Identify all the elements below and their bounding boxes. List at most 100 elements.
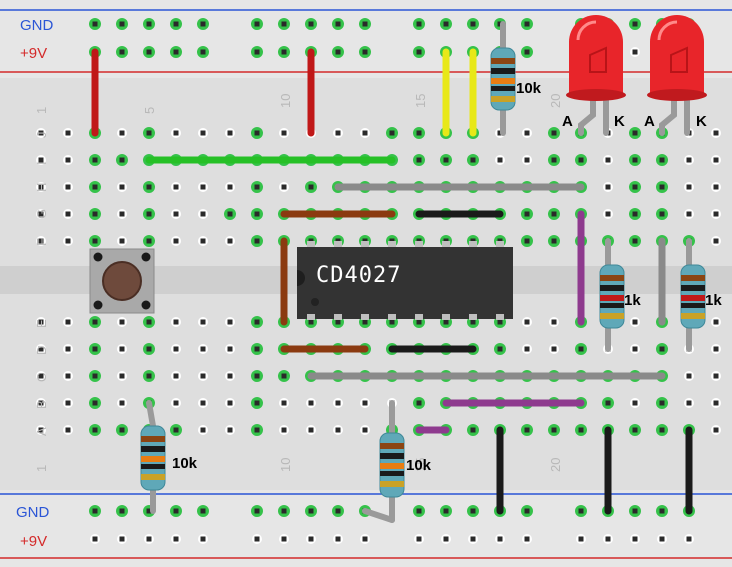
hole-center <box>146 536 152 542</box>
hole-center <box>308 319 314 325</box>
hole-center <box>524 427 530 433</box>
hole-center <box>227 319 233 325</box>
hole-center <box>146 211 152 217</box>
hole-center <box>254 184 260 190</box>
hole-center <box>281 400 287 406</box>
resistor-band <box>681 313 705 319</box>
led-1-internal <box>589 46 607 73</box>
hole-center <box>362 427 368 433</box>
row-letter: H <box>34 183 49 192</box>
hole-center <box>254 427 260 433</box>
hole-center <box>335 49 341 55</box>
led-2-cathode-label: K <box>696 113 707 130</box>
hole-center <box>119 346 125 352</box>
hole-center <box>443 21 449 27</box>
hole-center <box>578 427 584 433</box>
hole-center <box>416 157 422 163</box>
chip-pin <box>442 241 450 247</box>
hole-center <box>92 238 98 244</box>
hole-center <box>551 319 557 325</box>
led-2-anode-label: A <box>644 113 655 130</box>
hole-center <box>362 536 368 542</box>
hole-center <box>200 49 206 55</box>
hole-center <box>335 508 341 514</box>
hole-center <box>38 427 44 433</box>
resistor-band <box>141 436 165 442</box>
column-number: 20 <box>548 458 563 472</box>
hole-center <box>470 427 476 433</box>
resistor-leg <box>362 508 395 523</box>
led-1-cathode-label: K <box>614 113 625 130</box>
hole-center <box>146 21 152 27</box>
led-1 <box>566 15 626 101</box>
resistor-top-label: 10k <box>516 80 542 97</box>
hole-center <box>65 157 71 163</box>
hole-center <box>659 346 665 352</box>
hole-center <box>119 319 125 325</box>
resistor-band <box>600 275 624 281</box>
resistor-band <box>491 96 515 102</box>
resistor-band <box>600 303 624 308</box>
hole-center <box>173 373 179 379</box>
hole-center <box>308 21 314 27</box>
hole-center <box>362 319 368 325</box>
resistor-band <box>491 58 515 64</box>
chip-pin <box>334 241 342 247</box>
hole-center <box>416 21 422 27</box>
hole-center <box>227 400 233 406</box>
hole-center <box>173 346 179 352</box>
led-2-anode-leg <box>659 92 677 136</box>
row-letter: D <box>34 346 49 355</box>
hole-center <box>632 319 638 325</box>
hole-center <box>227 346 233 352</box>
hole-center <box>713 427 719 433</box>
column-number: 15 <box>413 94 428 108</box>
hole-center <box>281 427 287 433</box>
hole-center <box>470 21 476 27</box>
hole-center <box>146 49 152 55</box>
hole-center <box>200 21 206 27</box>
hole-center <box>65 319 71 325</box>
hole-center <box>497 157 503 163</box>
hole-center <box>659 427 665 433</box>
hole-center <box>200 130 206 136</box>
bottom-gnd-label: GND <box>16 504 50 521</box>
led-2-flange <box>647 89 707 101</box>
chip-pin <box>361 241 369 247</box>
hole-center <box>281 184 287 190</box>
led-2-dome <box>650 15 704 95</box>
chip-notch <box>297 270 305 286</box>
led-1-flange <box>566 89 626 101</box>
hole-center <box>254 238 260 244</box>
column-numbers-top: 1 5 10 15 20 <box>34 94 563 114</box>
hole-center <box>92 157 98 163</box>
hole-center <box>38 184 44 190</box>
chip-pin <box>496 241 504 247</box>
chip-pin <box>469 314 477 320</box>
row-letter: E <box>34 319 49 328</box>
hole-center <box>659 508 665 514</box>
hole-center <box>92 536 98 542</box>
hole-center <box>686 184 692 190</box>
hole-center <box>524 319 530 325</box>
hole-center <box>335 427 341 433</box>
column-number: 10 <box>278 458 293 472</box>
hole-center <box>200 508 206 514</box>
resistor-band <box>491 78 515 84</box>
led-1-highlight <box>576 20 597 41</box>
led-1-dome <box>569 15 623 95</box>
chip-pin <box>469 241 477 247</box>
bottom-vcc-label: +9V <box>20 533 47 550</box>
chip-pin1-dot <box>311 298 319 306</box>
led-2-internal <box>670 46 688 73</box>
hole-center <box>173 21 179 27</box>
led-1-anode-leg <box>578 92 596 136</box>
resistor-band <box>681 295 705 301</box>
column-number: 1 <box>34 465 49 472</box>
pushbutton-corner <box>93 252 103 262</box>
hole-center <box>200 211 206 217</box>
chip-pin <box>307 241 315 247</box>
hole-center <box>308 427 314 433</box>
top-gnd-label: GND <box>20 17 54 34</box>
column-number: 5 <box>142 107 157 114</box>
